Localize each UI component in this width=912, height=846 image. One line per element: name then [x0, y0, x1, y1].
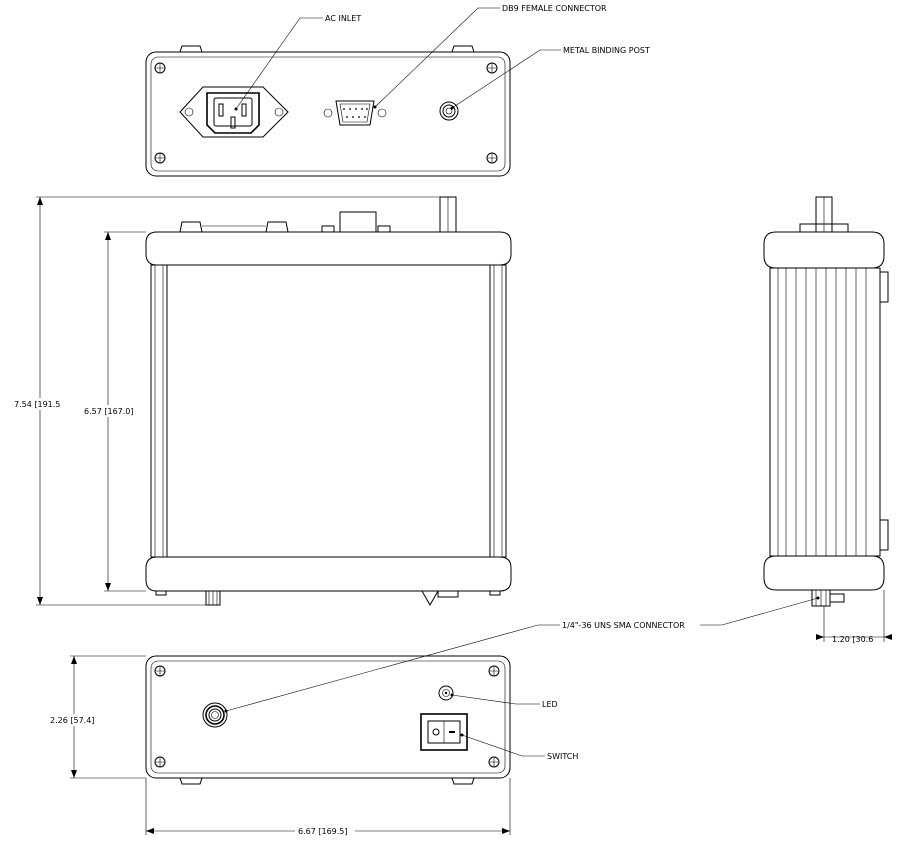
side-view — [763, 196, 889, 607]
dim-body-height-mm: 167.0 — [107, 407, 130, 416]
dim-depth: 2.26 — [50, 716, 68, 725]
sma-connector — [202, 702, 228, 728]
db9-connector — [323, 100, 387, 126]
front-panel-view — [145, 655, 511, 785]
callout-sma-connector: 1/4"-36 UNS SMA CONNECTOR — [562, 621, 685, 630]
callout-switch: SWITCH — [547, 752, 578, 761]
callout-db9-female-connector: DB9 FEMALE CONNECTOR — [502, 4, 607, 13]
dim-width: 6.67 — [298, 827, 316, 836]
front-view — [145, 196, 512, 607]
svg-text:2.26 [57.4]: 2.26 [57.4] — [50, 716, 94, 725]
rear-panel-view — [145, 45, 511, 177]
callout-led: LED — [542, 700, 558, 709]
dim-side-offset: 1.20 — [832, 635, 850, 644]
dim-side-offset-mm: 30.6 — [855, 635, 873, 644]
corner-screw — [154, 62, 498, 164]
dim-overall-height-mm: 191.5 — [37, 400, 60, 409]
svg-text:7.54 [191.5: 7.54 [191.5 — [14, 400, 60, 409]
led-indicator — [438, 685, 454, 701]
dimension-lines — [12, 196, 892, 837]
callout-ac-inlet: AC INLET — [325, 14, 361, 23]
callout-metal-binding-post: METAL BINDING POST — [563, 46, 650, 55]
dim-width-mm: 169.5 — [321, 827, 344, 836]
callout-leaders — [224, 7, 820, 757]
svg-text:6.67 [169.5]: 6.67 [169.5] — [298, 827, 348, 836]
svg-text:6.57 [167.0]: 6.57 [167.0] — [84, 407, 134, 416]
dim-body-height: 6.57 — [84, 407, 102, 416]
ac-inlet-socket — [179, 86, 289, 138]
rocker-switch — [420, 713, 468, 751]
binding-post — [439, 101, 459, 121]
dim-depth-mm: 57.4 — [73, 716, 91, 725]
svg-text:1.20 [30.6: 1.20 [30.6 — [832, 635, 873, 644]
dim-overall-height: 7.54 — [14, 400, 32, 409]
